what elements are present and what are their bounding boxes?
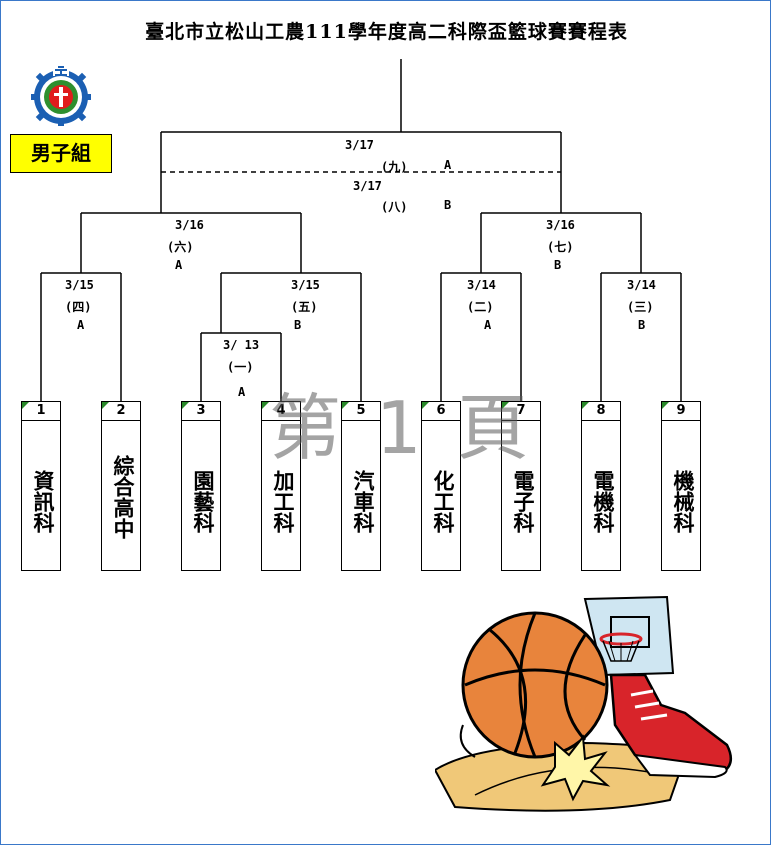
match-7-court: B [554,258,562,272]
team-number: 6 [422,402,460,421]
team-number: 3 [182,402,220,421]
team-box: 9 機械科 [661,401,701,571]
corner-marker [342,402,349,409]
team-name: 電子科 [511,469,536,533]
corner-marker [662,402,669,409]
match-9-number: (九) [381,160,408,174]
match-4-date: 3/15 [65,278,94,292]
team-name: 電機科 [591,469,616,533]
team-name: 資訊科 [31,469,56,533]
corner-marker [22,402,29,409]
bracket-lines [40,59,682,401]
corner-marker [262,402,269,409]
team-box: 6 化工科 [421,401,461,571]
team-name: 加工科 [271,469,296,533]
team-name: 化工科 [431,469,456,533]
match-3-number: (三) [627,300,654,314]
team-box: 8 電機科 [581,401,621,571]
match-8-number: (八) [381,200,408,214]
match-5-date: 3/15 [291,278,320,292]
match-5-number: (五) [291,300,318,314]
page-number-watermark: 第 1 頁 [269,386,535,470]
match-4-number: (四) [65,300,92,314]
team-box: 5 汽車科 [341,401,381,571]
team-number: 5 [342,402,380,421]
group-label-badge: 男子組 [10,134,112,173]
match-4-court: A [77,318,85,332]
team-box: 2 綜合高中 [101,401,141,571]
team-name: 汽車科 [351,469,376,533]
corner-marker [582,402,589,409]
team-number: 8 [582,402,620,421]
corner-marker [182,402,189,409]
team-number: 4 [262,402,300,421]
team-number: 9 [662,402,700,421]
team-number: 1 [22,402,60,421]
match-7-date: 3/16 [546,218,575,232]
match-2-number: (二) [467,300,494,314]
team-box: 3 園藝科 [181,401,221,571]
match-6-court: A [175,258,183,272]
match-8-court: B [444,198,452,212]
match-1-date: 3/ 13 [223,338,260,352]
match-9-court: A [444,158,452,172]
match-2-court: A [484,318,492,332]
team-name: 綜合高中 [111,455,136,539]
corner-marker [102,402,109,409]
match-9-date: 3/17 [345,138,374,152]
match-1-court: A [238,385,246,399]
school-logo-icon [31,66,91,126]
corner-marker [422,402,429,409]
team-name: 園藝科 [191,469,216,533]
match-3-court: B [638,318,646,332]
team-box: 4 加工科 [261,401,301,571]
match-6-date: 3/16 [175,218,204,232]
match-1-number: (一) [227,360,254,374]
match-3-date: 3/14 [627,278,656,292]
corner-marker [502,402,509,409]
team-box: 7 電子科 [501,401,541,571]
match-6-number: (六) [167,240,194,254]
team-number: 2 [102,402,140,421]
match-2-date: 3/14 [467,278,496,292]
match-5-court: B [294,318,302,332]
team-name: 機械科 [671,469,696,533]
basketball-clipart-icon [435,595,733,812]
team-number: 7 [502,402,540,421]
match-8-date: 3/17 [353,179,382,193]
match-7-number: (七) [547,240,574,254]
team-box: 1 資訊科 [21,401,61,571]
page-title: 臺北市立松山工農111學年度高二科際盃籃球賽賽程表 [145,21,628,43]
